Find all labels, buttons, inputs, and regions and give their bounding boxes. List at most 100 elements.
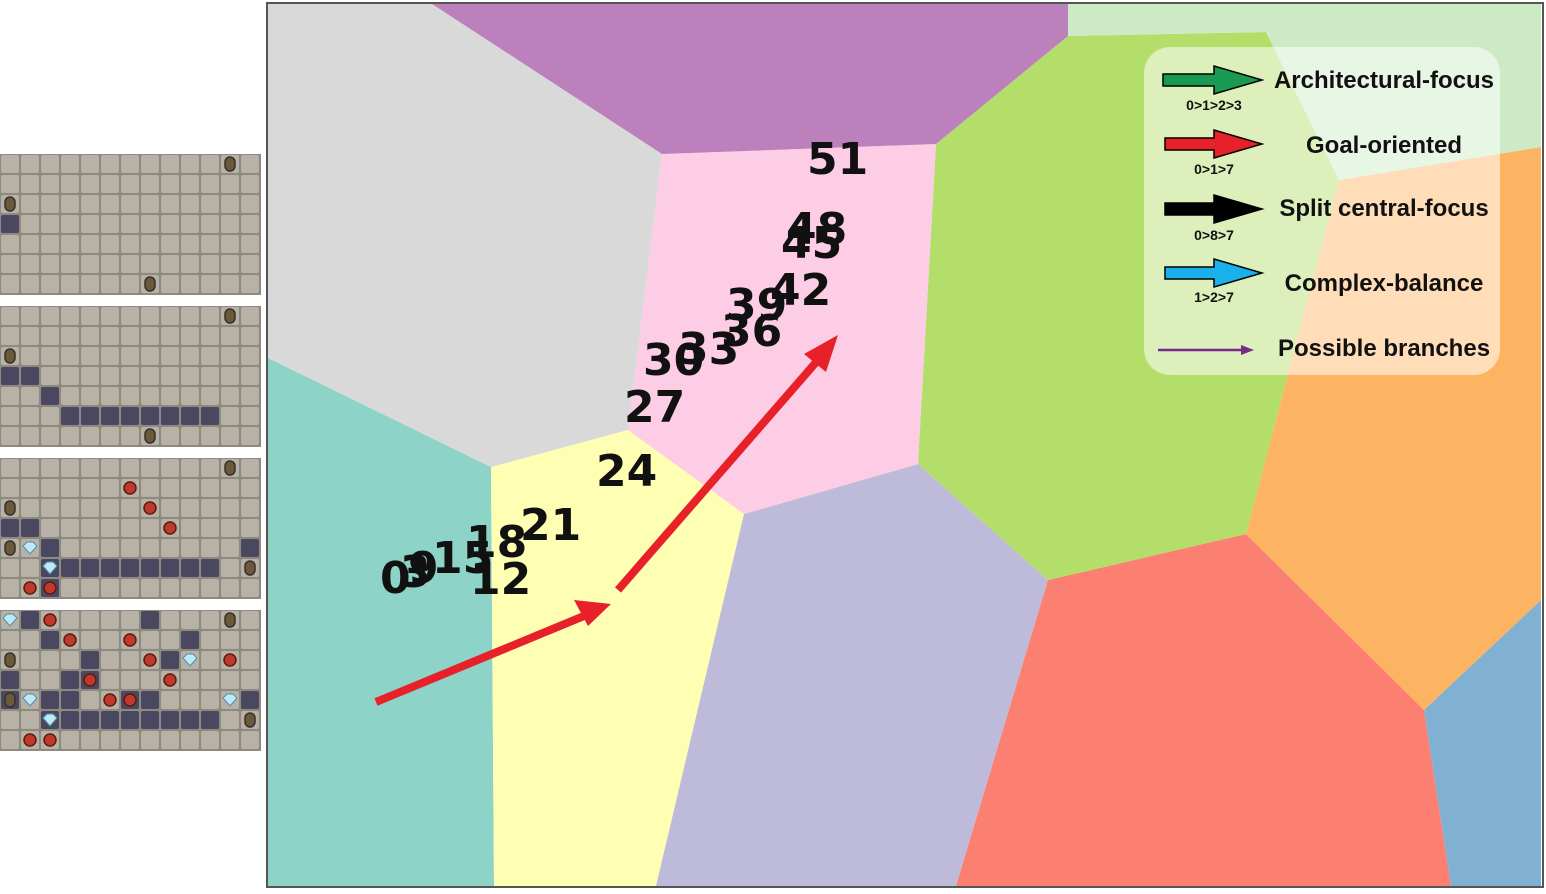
- floor-tile: [101, 539, 119, 557]
- floor-tile: [221, 367, 239, 385]
- floor-tile: [181, 479, 199, 497]
- wall-tile: [181, 559, 199, 577]
- gem-icon: [182, 653, 198, 667]
- floor-tile: [81, 175, 99, 193]
- floor-tile: [241, 327, 259, 345]
- wall-tile: [1, 519, 19, 537]
- floor-tile: [81, 731, 99, 749]
- wall-tile: [101, 559, 119, 577]
- floor-tile: [161, 347, 179, 365]
- enemy-icon: [123, 693, 137, 707]
- floor-tile: [61, 611, 79, 629]
- floor-tile: [201, 215, 219, 233]
- floor-tile: [221, 215, 239, 233]
- wall-tile: [61, 671, 79, 689]
- floor-tile: [221, 175, 239, 193]
- level-thumbnails: [0, 0, 262, 889]
- legend-item-possible-branches: Possible branches: [1158, 335, 1490, 362]
- floor-tile: [101, 611, 119, 629]
- floor-tile: [241, 459, 259, 477]
- floor-tile: [101, 671, 119, 689]
- floor-tile: [101, 175, 119, 193]
- floor-tile: [1, 407, 19, 425]
- wall-tile: [161, 651, 179, 669]
- floor-tile: [21, 255, 39, 273]
- floor-tile: [121, 387, 139, 405]
- floor-tile: [101, 215, 119, 233]
- floor-tile: [161, 579, 179, 597]
- enemy-icon: [123, 481, 137, 495]
- floor-tile: [201, 651, 219, 669]
- floor-tile: [1, 387, 19, 405]
- floor-tile: [141, 539, 159, 557]
- step-label-3: 3: [400, 547, 431, 598]
- floor-tile: [161, 155, 179, 173]
- floor-tile: [21, 215, 39, 233]
- wall-tile: [21, 367, 39, 385]
- step-label-27: 27: [624, 382, 685, 433]
- floor-tile: [101, 235, 119, 253]
- trajectory-arrow-1-shaft: [374, 612, 586, 706]
- floor-tile: [21, 499, 39, 517]
- floor-tile: [201, 611, 219, 629]
- floor-tile: [121, 519, 139, 537]
- floor-tile: [181, 427, 199, 445]
- floor-tile: [201, 459, 219, 477]
- floor-tile: [61, 327, 79, 345]
- floor-tile: [181, 235, 199, 253]
- level-thumbnail: [0, 306, 261, 447]
- floor-tile: [241, 307, 259, 325]
- floor-tile: [181, 459, 199, 477]
- floor-tile: [121, 579, 139, 597]
- floor-tile: [61, 499, 79, 517]
- wall-tile: [1, 671, 19, 689]
- cell-purple: [429, 2, 1068, 154]
- floor-tile: [201, 307, 219, 325]
- floor-tile: [81, 459, 99, 477]
- floor-tile: [101, 195, 119, 213]
- floor-tile: [181, 387, 199, 405]
- enemy-icon: [43, 613, 57, 627]
- floor-tile: [201, 671, 219, 689]
- floor-tile: [101, 347, 119, 365]
- floor-tile: [201, 327, 219, 345]
- wall-tile: [81, 711, 99, 729]
- step-label-39: 39: [726, 280, 787, 331]
- floor-tile: [181, 175, 199, 193]
- floor-tile: [101, 307, 119, 325]
- floor-tile: [21, 327, 39, 345]
- legend-item-goal-oriented: 0>1>7 Goal-oriented: [1164, 129, 1462, 177]
- floor-tile: [81, 387, 99, 405]
- floor-tile: [101, 519, 119, 537]
- floor-tile: [181, 731, 199, 749]
- trajectory-arrow-2-head: [804, 335, 838, 372]
- floor-tile: [61, 731, 79, 749]
- floor-tile: [161, 459, 179, 477]
- floor-tile: [121, 255, 139, 273]
- floor-tile: [141, 387, 159, 405]
- floor-tile: [181, 327, 199, 345]
- floor-tile: [241, 347, 259, 365]
- floor-tile: [201, 479, 219, 497]
- legend-arrow-split-central-focus: [1164, 194, 1265, 224]
- floor-tile: [1, 731, 19, 749]
- floor-tile: [101, 275, 119, 293]
- wall-tile: [41, 539, 59, 557]
- floor-tile: [21, 559, 39, 577]
- legend-title-split-central-focus: Split central-focus: [1279, 195, 1488, 222]
- floor-tile: [201, 731, 219, 749]
- wall-tile: [21, 611, 39, 629]
- trajectory-arrows: [374, 335, 838, 706]
- floor-tile: [21, 195, 39, 213]
- floor-tile: [141, 519, 159, 537]
- door-icon: [224, 460, 236, 476]
- trajectory-arrow-1-head: [574, 600, 611, 626]
- level-thumbnail: [0, 154, 261, 295]
- floor-tile: [61, 387, 79, 405]
- floor-tile: [61, 479, 79, 497]
- floor-tile: [221, 479, 239, 497]
- floor-tile: [41, 499, 59, 517]
- floor-tile: [121, 275, 139, 293]
- wall-tile: [141, 711, 159, 729]
- floor-tile: [101, 367, 119, 385]
